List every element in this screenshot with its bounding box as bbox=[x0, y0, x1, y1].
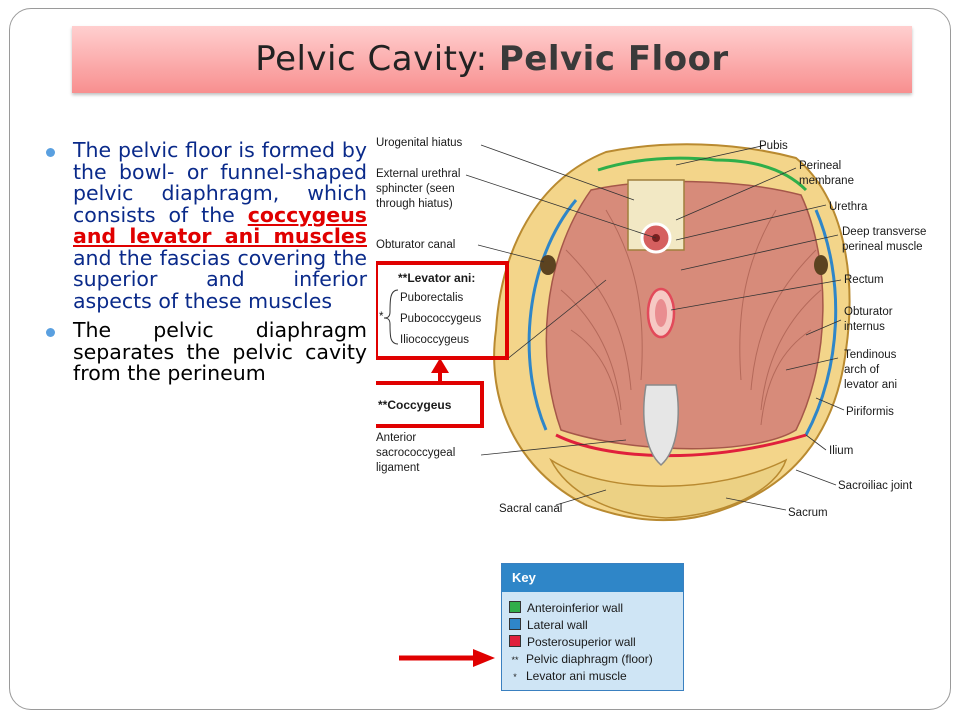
label-external-urethral-3: through hiatus) bbox=[376, 198, 453, 210]
key-item-anteroinferior: Anteroinferior wall bbox=[509, 601, 623, 615]
title-emphasis: Pelvic Floor bbox=[498, 39, 729, 79]
label-ilium: Ilium bbox=[829, 445, 853, 457]
label-anterior-sacrococcygeal-3: ligament bbox=[376, 462, 420, 474]
obturator-canal-shape bbox=[540, 255, 556, 275]
key-header: Key bbox=[502, 564, 683, 592]
bullet-2-text: The pelvic diaphragm separates the pelvi… bbox=[73, 318, 367, 385]
label-tendinous-arch-3: levator ani bbox=[844, 379, 897, 391]
bullet-1-highlight: coccygeus and levator ani muscles bbox=[73, 202, 367, 248]
label-pubis: Pubis bbox=[759, 140, 788, 152]
anteroinferior-wall-line bbox=[597, 156, 808, 192]
rectum-lumen bbox=[655, 299, 667, 327]
label-deep-transverse-2: perineal muscle bbox=[842, 241, 923, 253]
pelvic-floor-illustration: Urogenital hiatus External urethral sphi… bbox=[376, 137, 926, 522]
label-star: * bbox=[379, 311, 384, 323]
blue-swatch-icon bbox=[509, 618, 521, 630]
label-puborectalis: Puborectalis bbox=[400, 292, 464, 304]
label-pubococcygeus: Pubococcygeus bbox=[400, 313, 481, 325]
lateral-wall-line-left bbox=[527, 199, 578, 431]
label-piriformis: Piriformis bbox=[846, 406, 894, 418]
label-tendinous-arch-2: arch of bbox=[844, 364, 880, 376]
label-anterior-sacrococcygeal-2: sacrococcygeal bbox=[376, 447, 455, 459]
key-label: Anteroinferior wall bbox=[527, 601, 624, 615]
coccyx bbox=[643, 384, 679, 467]
label-tendinous-arch: Tendinous bbox=[844, 349, 897, 361]
key-label: Pelvic diaphragm (floor) bbox=[526, 652, 653, 666]
label-sacral-canal: Sacral canal bbox=[499, 503, 562, 515]
callout-arrow-head bbox=[431, 358, 449, 373]
key-item-posterosuperior: Posterosuperior wall bbox=[509, 635, 636, 649]
key-legend: Key Anteroinferior wall Lateral wall Pos… bbox=[501, 563, 684, 691]
obturator-canal-shape-right bbox=[814, 255, 828, 275]
key-item-levator-ani: * Levator ani muscle bbox=[509, 669, 627, 683]
bullet-1-text: The pelvic floor is formed by the bowl- … bbox=[73, 138, 367, 227]
label-obturator-canal: Obturator canal bbox=[376, 239, 455, 251]
label-urogenital-hiatus: Urogenital hiatus bbox=[376, 137, 463, 149]
label-levator-ani: **Levator ani: bbox=[398, 271, 475, 285]
label-anterior-sacrococcygeal: Anterior bbox=[376, 432, 416, 444]
muscle-fibers bbox=[560, 209, 822, 426]
label-external-urethral-2: sphincter (seen bbox=[376, 183, 455, 195]
label-external-urethral: External urethral bbox=[376, 168, 460, 180]
bullet-1-text-end: and the fascias covering the superior an… bbox=[73, 245, 367, 313]
title-main: Pelvic Cavity: bbox=[255, 39, 499, 79]
sacrum-shape bbox=[549, 457, 788, 519]
key-item-pelvic-diaphragm: ** Pelvic diaphragm (floor) bbox=[509, 652, 653, 666]
label-iliococcygeus: Iliococcygeus bbox=[400, 334, 469, 346]
label-deep-transverse: Deep transverse bbox=[842, 226, 926, 238]
label-coccygeus: **Coccygeus bbox=[378, 398, 452, 412]
label-perineal-membrane: Perineal bbox=[799, 160, 841, 172]
red-swatch-icon bbox=[509, 635, 521, 647]
label-obturator-internus: Obturator bbox=[844, 306, 893, 318]
key-item-lateral: Lateral wall bbox=[509, 618, 588, 632]
lateral-wall-line-right bbox=[804, 209, 838, 436]
label-perineal-membrane-2: membrane bbox=[799, 175, 854, 187]
right-arrow-icon bbox=[399, 649, 495, 667]
key-label: Posterosuperior wall bbox=[527, 635, 636, 649]
levator-ani-muscle bbox=[545, 180, 824, 450]
title-bar: Pelvic Cavity: Pelvic Floor bbox=[72, 26, 912, 93]
bullet-list: The pelvic floor is formed by the bowl- … bbox=[42, 138, 367, 393]
key-label: Lateral wall bbox=[527, 618, 588, 632]
label-sacroiliac-joint: Sacroiliac joint bbox=[838, 480, 913, 492]
label-sacrum: Sacrum bbox=[788, 507, 828, 519]
green-swatch-icon bbox=[509, 601, 521, 613]
label-urethra: Urethra bbox=[829, 201, 868, 213]
coccygeus-callout-box bbox=[376, 381, 484, 428]
star-icon: * bbox=[513, 672, 517, 682]
leader-lines bbox=[465, 144, 845, 511]
key-title: Key bbox=[512, 570, 536, 585]
label-obturator-internus-2: internus bbox=[844, 321, 885, 333]
label-rectum: Rectum bbox=[844, 274, 884, 286]
levator-bracket bbox=[383, 289, 399, 345]
key-label: Levator ani muscle bbox=[526, 669, 627, 683]
slide-title: Pelvic Cavity: Pelvic Floor bbox=[72, 39, 912, 79]
bullet-2: The pelvic diaphragm separates the pelvi… bbox=[42, 318, 367, 385]
levator-ani-callout-box bbox=[376, 261, 509, 360]
double-star-icon: ** bbox=[511, 655, 519, 665]
bullet-1: The pelvic floor is formed by the bowl- … bbox=[42, 138, 367, 313]
